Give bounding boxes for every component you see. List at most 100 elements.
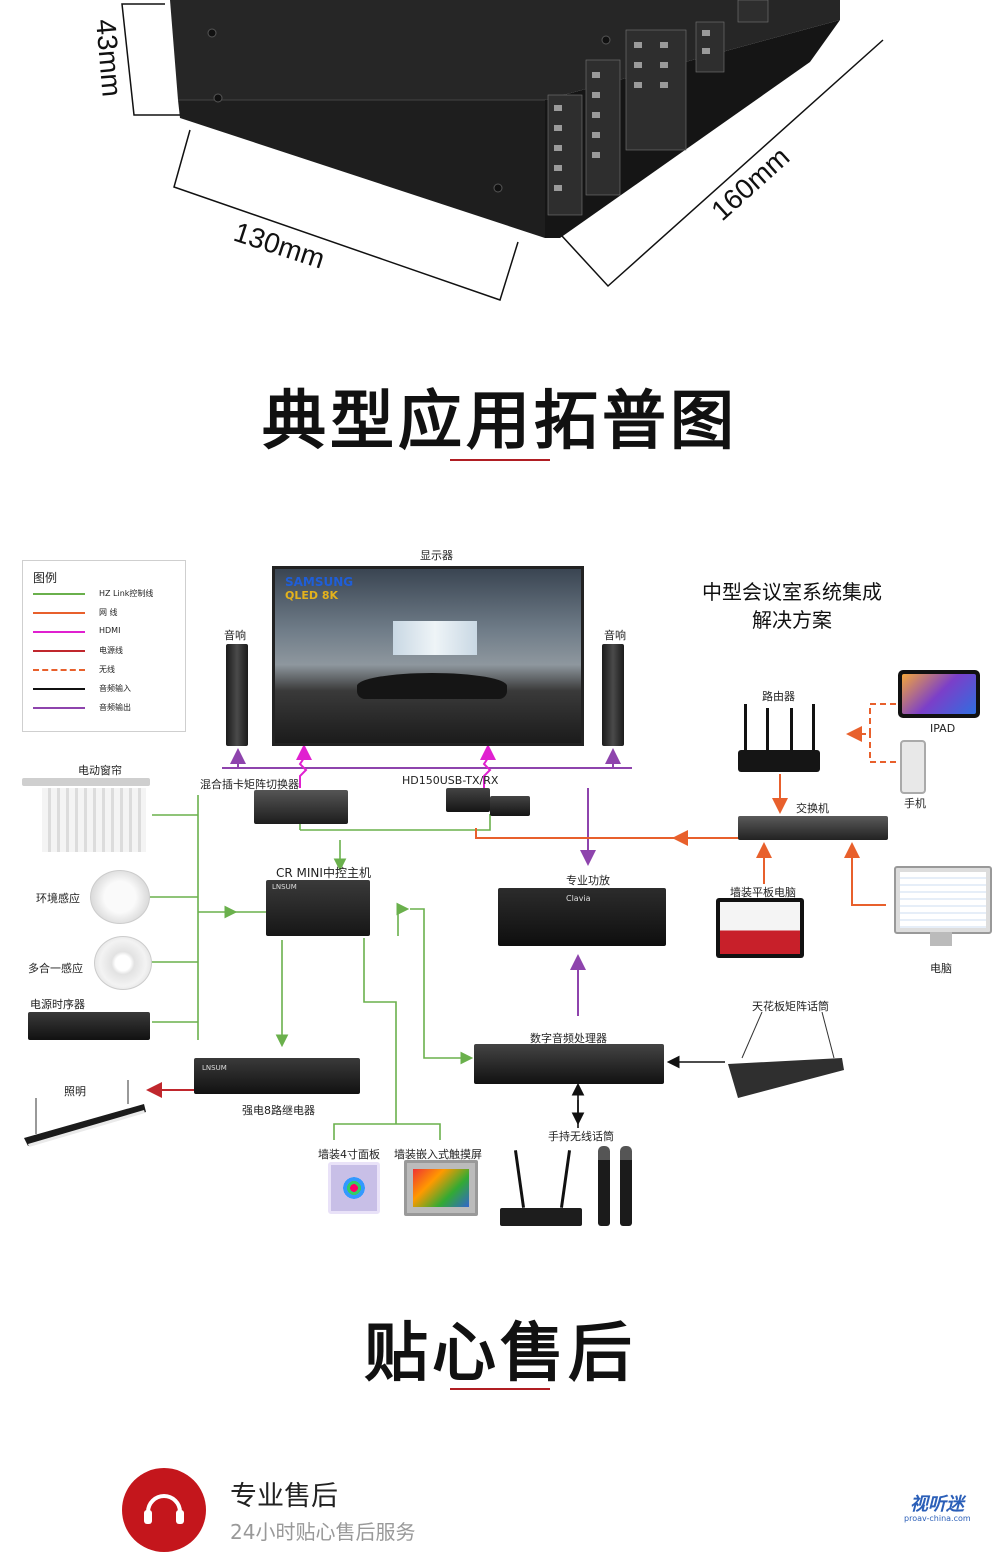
display-screen: SAMSUNG QLED 8K: [272, 566, 584, 746]
dimension-depth: 160mm: [705, 141, 795, 227]
title-underline: [450, 459, 550, 461]
touch-screen-device: [404, 1160, 478, 1216]
legend-item: 无线: [33, 663, 183, 677]
legend-item: HZ Link控制线: [33, 587, 183, 601]
legend-swatch: [33, 669, 85, 671]
dimension-width: 130mm: [230, 216, 328, 274]
label-env-sensor: 环境感应: [36, 892, 80, 905]
label-wireless-mic: 手持无线话筒: [548, 1130, 614, 1143]
label-amplifier: 专业功放: [566, 874, 610, 887]
solution-title: 中型会议室系统集成 解决方案: [660, 578, 924, 634]
connection-lines: [146, 703, 896, 1140]
curtain-fabric: [42, 788, 146, 852]
handheld-mic: [598, 1146, 610, 1226]
label-panel-4inch: 墙装4寸面板: [318, 1148, 380, 1161]
display-brand: SAMSUNG: [285, 575, 354, 589]
hdmi-extender-rx: [490, 796, 530, 816]
label-router: 路由器: [762, 690, 795, 703]
legend-swatch: [33, 707, 85, 709]
legend-item: 电源线: [33, 644, 183, 658]
label-speaker-right: 音响: [604, 629, 626, 642]
router-body: [738, 750, 820, 772]
label-power-sequencer: 电源时序器: [30, 998, 85, 1011]
label-display: 显示器: [420, 549, 453, 562]
watermark-text: 视听迷: [910, 1494, 964, 1515]
label-ceiling-mic: 天花板矩阵话筒: [752, 1000, 829, 1013]
handheld-mic: [620, 1146, 632, 1226]
label-computer: 电脑: [930, 962, 952, 975]
legend-swatch: [33, 612, 85, 614]
env-sensor-device: [90, 870, 150, 924]
dimension-height: 43mm: [90, 18, 128, 98]
screw: [207, 28, 217, 38]
computer-screen: [900, 872, 986, 928]
label-relay: 强电8路继电器: [242, 1104, 315, 1117]
device-top-body: [170, 0, 840, 100]
router-antenna: [812, 704, 815, 750]
product-dimension-drawing: 43mm 130mm 160mm: [90, 0, 884, 301]
dimension-lines: [121, 3, 884, 301]
legend-item: 网 线: [33, 606, 183, 620]
lighting-fixture: [24, 1080, 146, 1147]
screw: [493, 183, 503, 193]
solution-title-line2: 解决方案: [752, 608, 832, 632]
ceiling-mic-device: [728, 1012, 844, 1098]
computer-monitor: [894, 866, 992, 934]
matrix-switcher-device: [254, 790, 348, 824]
cr-mini-controller: LNSUM: [266, 880, 370, 936]
legend-box: 图例 HZ Link控制线 网 线 HDMI 电源线 无线 音频输入 音频输出: [22, 560, 186, 732]
relay-device: LNSUM: [194, 1058, 360, 1094]
router-antenna: [790, 708, 793, 750]
legend-item: 音频输出: [33, 701, 183, 715]
phone-device: [900, 740, 926, 794]
label-phone: 手机: [904, 797, 926, 810]
ipad-screen: [902, 674, 976, 714]
hdmi-extender-tx: [446, 788, 490, 812]
multi-sensor-device: [94, 936, 152, 990]
router-antenna: [744, 704, 747, 750]
amplifier-device: Clavia: [498, 888, 666, 946]
speaker-left: [226, 644, 248, 746]
service-subtitle: 24小时贴心售后服务: [230, 1520, 416, 1544]
label-wall-tablet: 墙装平板电脑: [730, 886, 796, 899]
device-front-face: [178, 100, 545, 238]
screw: [213, 93, 223, 103]
computer-stand: [930, 932, 952, 946]
wall-tablet-screen: [720, 902, 800, 954]
display-room-image: [275, 569, 581, 743]
wireless-receiver: [500, 1208, 582, 1226]
network-switch: [738, 816, 888, 840]
panel-4inch-buttons: [343, 1177, 365, 1199]
legend-swatch: [33, 593, 85, 595]
label-curtain: 电动窗帘: [78, 764, 122, 777]
display-model: QLED 8K: [285, 589, 339, 602]
label-switch: 交换机: [796, 802, 829, 815]
label-speaker-left: 音响: [224, 629, 246, 642]
legend-swatch: [33, 650, 85, 652]
legend-title: 图例: [33, 571, 58, 585]
section-title-topology: 典型应用拓普图: [262, 385, 738, 459]
watermark-url: proav-china.com: [904, 1514, 971, 1523]
watermark-logo: 视听迷 proav-china.com: [898, 1488, 980, 1528]
curtain-rail: [22, 778, 150, 786]
legend-item: 音频输入: [33, 682, 183, 696]
legend-item: HDMI: [33, 625, 183, 639]
legend-swatch: [33, 688, 85, 690]
label-matrix-switcher: 混合插卡矩阵切换器: [200, 778, 299, 791]
relay-brand: LNSUM: [202, 1064, 227, 1072]
power-sequencer-device: [28, 1012, 150, 1040]
ipad-device: [898, 670, 980, 718]
label-ipad: IPAD: [930, 722, 956, 735]
curtain-device: [22, 778, 150, 854]
dsp-device: [474, 1044, 664, 1084]
label-hdmi-extender: HD150USB-TX/RX: [402, 774, 499, 787]
cr-mini-brand: LNSUM: [272, 883, 297, 891]
screw: [601, 35, 611, 45]
label-touch-screen: 墙装嵌入式触摸屏: [394, 1148, 482, 1161]
conference-table: [357, 673, 507, 699]
router-antenna: [766, 708, 769, 750]
solution-title-line1: 中型会议室系统集成: [702, 580, 882, 604]
wall-tablet-device: [716, 898, 804, 958]
amplifier-brand: Clavia: [566, 894, 591, 903]
router-device: [738, 704, 820, 774]
